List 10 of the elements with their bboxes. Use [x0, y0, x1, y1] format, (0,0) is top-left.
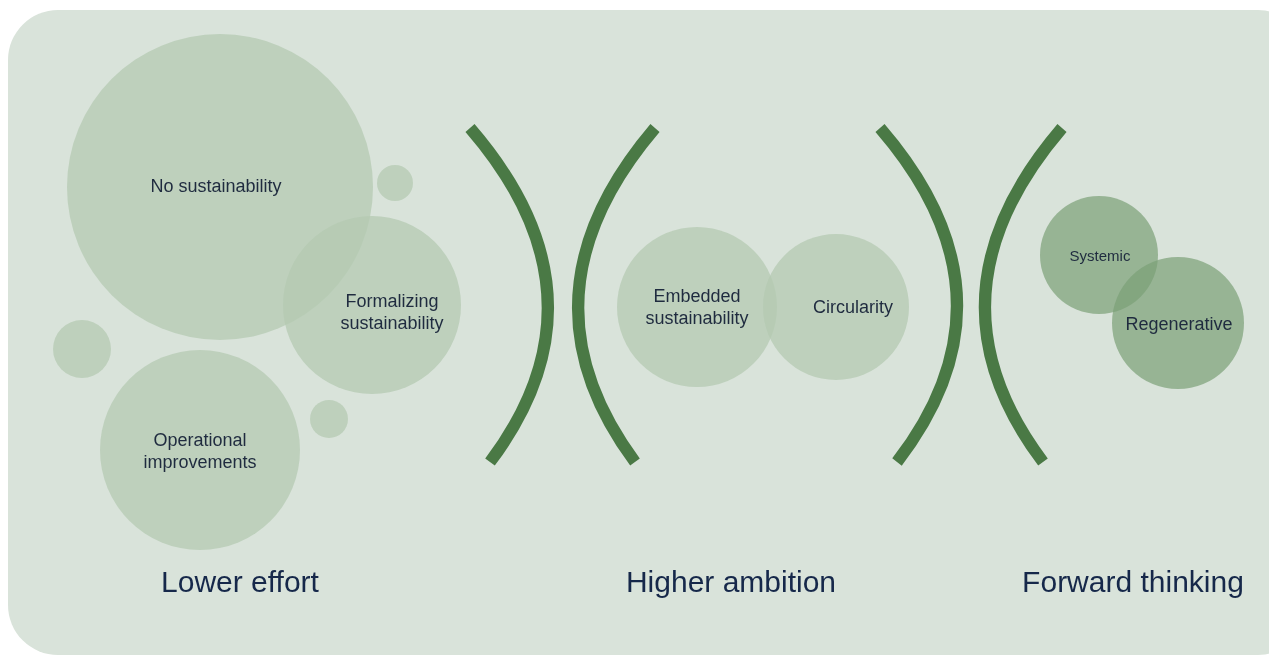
node-label: Regenerative	[1124, 313, 1234, 335]
node-label: Embedded sustainability	[644, 285, 750, 329]
node-label: Operational improvements	[142, 429, 258, 473]
node-label: Formalizing sustainability	[339, 290, 445, 334]
node-label: Systemic	[1068, 246, 1132, 266]
stage-heading: Lower effort	[161, 565, 319, 599]
node-label: No sustainability	[149, 175, 283, 197]
node-label: Circularity	[812, 296, 894, 318]
stage-heading: Forward thinking	[1022, 565, 1244, 599]
stage-heading: Higher ambition	[625, 565, 837, 599]
